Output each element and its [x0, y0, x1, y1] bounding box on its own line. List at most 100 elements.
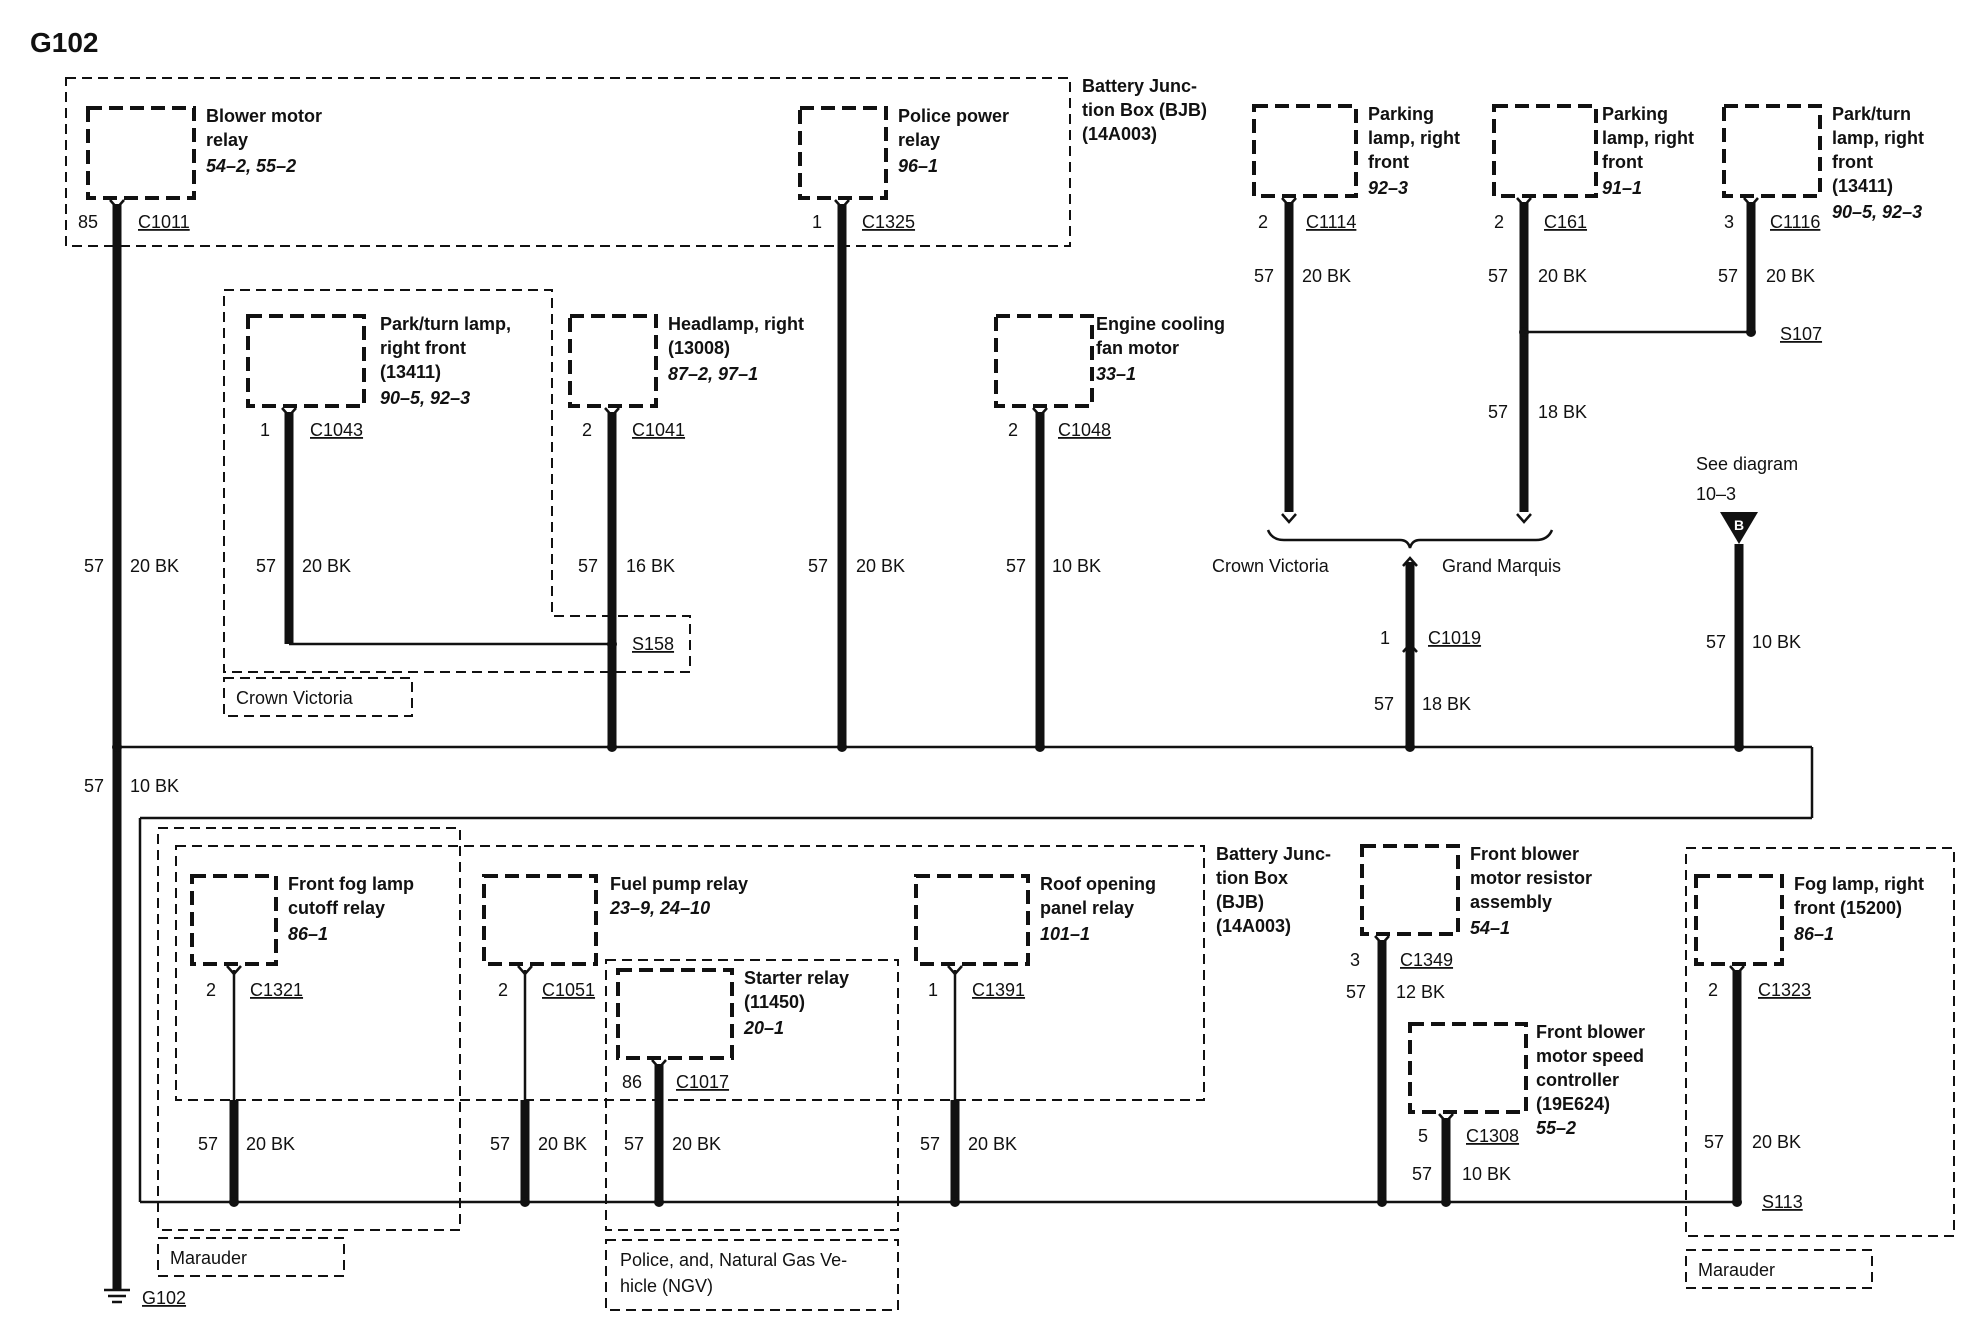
park-turn-lamp-rf-2-ref: 90–5, 92–3 — [1832, 202, 1922, 222]
c1017-bus-dot — [654, 1197, 664, 1207]
headlamp-right-ref: 87–2, 97–1 — [668, 364, 758, 384]
see-diagram-text: See diagram — [1696, 454, 1798, 474]
c1321-connector: C1321 — [250, 980, 303, 1000]
c1114-bottom-arrow — [1281, 513, 1297, 524]
marauder-right-region — [1685, 847, 1955, 1237]
c1308-circuit: 57 — [1412, 1164, 1432, 1184]
blower-connector: C1011 — [138, 212, 190, 232]
c1321-gauge: 20 BK — [246, 1134, 295, 1154]
park-turn-lamp-rf-ref: 90–5, 92–3 — [380, 388, 470, 408]
see-diagram-ref: 10–3 — [1696, 484, 1736, 504]
c1051-pin: 2 — [498, 980, 508, 1000]
parking-lamp-rf-2-name: Parking lamp, right front — [1602, 104, 1699, 172]
main-wire-gauge: 20 BK — [130, 556, 179, 576]
c1043-pin: 1 — [260, 420, 270, 440]
off-page-connector-b — [1720, 512, 1758, 544]
parking-lamp-rf-1 — [1252, 104, 1358, 198]
c1019-left-label: Crown Victoria — [1212, 556, 1330, 576]
blower-motor-relay — [86, 106, 196, 200]
c1116-gauge: 20 BK — [1766, 266, 1815, 286]
front-fog-cutoff-relay-name: Front fog lamp cutoff relay — [288, 874, 419, 918]
c1019-top-arrow — [1402, 556, 1418, 567]
ground-icon — [104, 1288, 130, 1304]
c1019-bracket — [1266, 529, 1554, 549]
crown-victoria-label: Crown Victoria — [236, 688, 354, 708]
starter-relay-ref: 20–1 — [743, 1018, 784, 1038]
c1043-connector: C1043 — [310, 420, 363, 440]
bjb-bottom-box — [175, 845, 1205, 1101]
c1321-pin: 2 — [206, 980, 216, 1000]
c1116-pin: 3 — [1724, 212, 1734, 232]
bjb-top-label: Battery Junc- tion Box (BJB) (14A003) — [1082, 76, 1212, 144]
c1391-circuit: 57 — [920, 1134, 940, 1154]
c1114-gauge: 20 BK — [1302, 266, 1351, 286]
bus-dot-c1048 — [1035, 742, 1045, 752]
c161-lower-circuit: 57 — [1488, 402, 1508, 422]
c1349-gauge: 12 BK — [1396, 982, 1445, 1002]
ground-label: G102 — [142, 1288, 186, 1308]
c1048-pin: 2 — [1008, 420, 1018, 440]
parking-lamp-rf-2-ref: 91–1 — [1602, 178, 1642, 198]
s113-label: S113 — [1762, 1192, 1803, 1212]
blower-connector-arrow — [109, 199, 125, 210]
parking-lamp-rf-1-name: Parking lamp, right front — [1368, 104, 1465, 172]
c1048-circuit: 57 — [1006, 556, 1026, 576]
c1019-pin: 1 — [1380, 628, 1390, 648]
marauder-right-label: Marauder — [1698, 1260, 1775, 1280]
c1391-pin: 1 — [928, 980, 938, 1000]
c1048-gauge: 10 BK — [1052, 556, 1101, 576]
c1051-circuit: 57 — [490, 1134, 510, 1154]
c1041-circuit: 57 — [578, 556, 598, 576]
c1017-pin: 86 — [622, 1072, 642, 1092]
s107-dot — [1746, 327, 1756, 337]
diagram-title: G102 — [30, 27, 99, 58]
blower-motor-relay-ref: 54–2, 55–2 — [206, 156, 296, 176]
c1323-pin: 2 — [1708, 980, 1718, 1000]
c1116-circuit: 57 — [1718, 266, 1738, 286]
crown-victoria-label-box — [223, 677, 413, 717]
bjb-top-box — [65, 77, 1071, 247]
police-wire-gauge: 20 BK — [856, 556, 905, 576]
c161-lower-gauge: 18 BK — [1538, 402, 1587, 422]
police-wire-circuit: 57 — [808, 556, 828, 576]
c1308-pin: 5 — [1418, 1126, 1428, 1146]
front-blower-speed-ctrl-name: Front blower motor speed controller (19E… — [1536, 1022, 1650, 1114]
c1019-connector: C1019 — [1428, 628, 1481, 648]
fog-lamp-rf-ref: 86–1 — [1794, 924, 1834, 944]
c1349-connector: C1349 — [1400, 950, 1453, 970]
police-power-relay-name: Police power relay — [898, 106, 1014, 150]
fuel-pump-relay-name: Fuel pump relay — [610, 874, 748, 894]
police-power-relay-ref: 96–1 — [898, 156, 938, 176]
bjb-bottom-label: Battery Junc- tion Box (BJB) (14A003) — [1216, 844, 1336, 936]
marauder-left-label: Marauder — [170, 1248, 247, 1268]
c1051-gauge: 20 BK — [538, 1134, 587, 1154]
fuel-pump-relay — [482, 874, 598, 966]
front-fog-cutoff-relay — [190, 874, 278, 966]
s158-dot — [607, 639, 617, 649]
bus-dot-c1325 — [837, 742, 847, 752]
c1019-mid-arrow — [1402, 642, 1418, 653]
blower-motor-relay-name: Blower motor relay — [206, 106, 327, 150]
c1041-pin: 2 — [582, 420, 592, 440]
c1391-connector: C1391 — [972, 980, 1025, 1000]
main-lower-circuit: 57 — [84, 776, 104, 796]
c1041-connector: C1041 — [632, 420, 685, 440]
c161-circuit: 57 — [1488, 266, 1508, 286]
c1321-bus-dot — [229, 1197, 239, 1207]
bus-dot-c1041 — [607, 742, 617, 752]
roof-opening-relay-name: Roof opening panel relay — [1040, 874, 1161, 918]
marauder-left-region — [157, 827, 461, 1231]
front-fog-cutoff-relay-ref: 86–1 — [288, 924, 328, 944]
police-ngv-label-box — [605, 1239, 899, 1311]
c1019-right-label: Grand Marquis — [1442, 556, 1561, 576]
c161-gauge: 20 BK — [1538, 266, 1587, 286]
roof-opening-relay-ref: 101–1 — [1040, 924, 1090, 944]
c1321-circuit: 57 — [198, 1134, 218, 1154]
c1017-circuit: 57 — [624, 1134, 644, 1154]
main-lower-gauge: 10 BK — [130, 776, 179, 796]
parking-lamp-rf-2 — [1492, 104, 1598, 198]
c1043-circuit: 57 — [256, 556, 276, 576]
c1391-bus-dot — [950, 1197, 960, 1207]
front-blower-speed-ctrl — [1408, 1022, 1528, 1114]
c1323-connector: C1323 — [1758, 980, 1811, 1000]
